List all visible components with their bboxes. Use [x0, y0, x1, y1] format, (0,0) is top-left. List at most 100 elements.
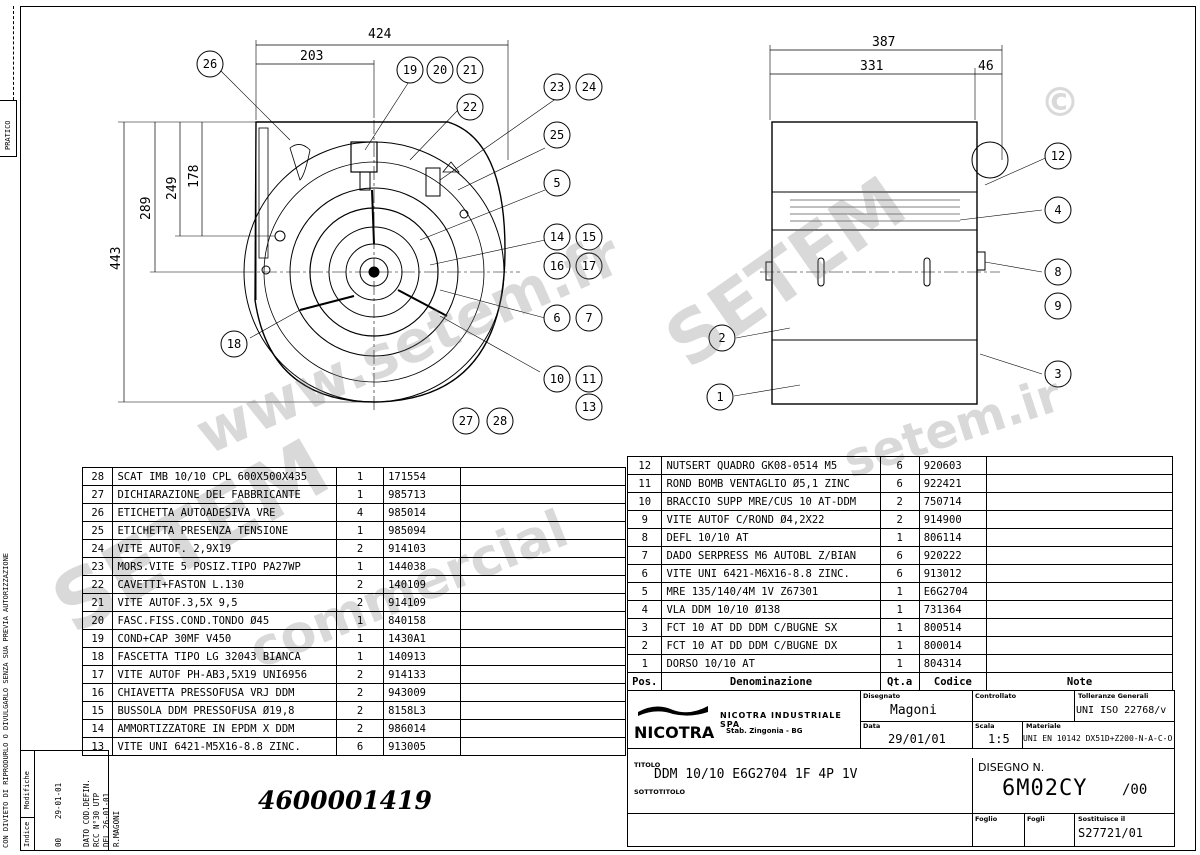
bom-cell-qty: 1 [335, 647, 385, 666]
titolo-label: TITOLO [634, 761, 661, 769]
bom-cell-den: ETICHETTA PRESENZA TENSIONE [112, 521, 337, 540]
bom-cell-qty: 1 [335, 467, 385, 486]
bom-header-code: Codice [918, 672, 988, 691]
bom-cell-code: 914109 [383, 593, 462, 612]
dim-front-half: 203 [300, 49, 323, 64]
bom-cell-code: 140109 [383, 575, 462, 594]
revision: /00 [1122, 782, 1148, 798]
bom-cell-den: ETICHETTA AUTOADESIVA VRE [112, 503, 337, 522]
balloon-label: 20 [433, 63, 447, 77]
dim-front-h3: 178 [187, 165, 202, 188]
bom-cell-note [460, 557, 626, 576]
bom-cell-qty: 2 [879, 492, 920, 511]
bom-cell-pos: 10 [626, 492, 663, 511]
sostituisce-value: S27721/01 [1078, 826, 1144, 840]
bom-cell-qty: 6 [879, 546, 920, 565]
balloon-label: 16 [550, 259, 564, 273]
bom-cell-den: VITE AUTOF.3,5X 9,5 [112, 593, 337, 612]
balloon-circle [543, 304, 571, 332]
bom-cell-pos: 16 [81, 683, 114, 702]
bom-cell-code: 144038 [383, 557, 462, 576]
bom-cell-den: DORSO 10/10 AT [661, 654, 881, 673]
bom-cell-code: 171554 [383, 467, 462, 486]
bom-cell-note [460, 647, 626, 666]
bom-cell-note [460, 665, 626, 684]
bom-cell-qty: 2 [335, 701, 385, 720]
dim-front-width: 424 [368, 27, 392, 42]
balloon-label: 25 [550, 128, 564, 142]
balloon-label: 27 [459, 414, 473, 428]
balloon-circle [575, 223, 603, 251]
fogli-label: Fogli [1027, 815, 1045, 823]
bom-cell-pos: 26 [81, 503, 114, 522]
bom-cell-qty: 1 [335, 521, 385, 540]
bom-cell-pos: 28 [81, 467, 114, 486]
balloon-label: 3 [1054, 367, 1061, 381]
bom-cell-note [460, 521, 626, 540]
bom-cell-qty: 2 [879, 510, 920, 529]
balloon-label: 9 [1054, 299, 1061, 313]
bom-cell-pos: 8 [626, 528, 663, 547]
bom-cell-note [460, 737, 626, 756]
bom-cell-qty: 1 [879, 582, 920, 601]
bom-cell-code: 986014 [383, 719, 462, 738]
balloon-circle [426, 56, 454, 84]
bom-cell-qty: 2 [335, 575, 385, 594]
balloon-label: 13 [582, 400, 596, 414]
bom-header-den: Denominazione [661, 672, 881, 691]
bom-cell-note [986, 510, 1173, 529]
balloon-label: 10 [550, 372, 564, 386]
bom-cell-pos: 2 [626, 636, 663, 655]
balloon-circle [1044, 196, 1072, 224]
revision-date: 29-01-01 [54, 782, 63, 819]
bom-cell-code: 914103 [383, 539, 462, 558]
balloon-circle [575, 304, 603, 332]
bom-cell-code: 8158L3 [383, 701, 462, 720]
bom-cell-pos: 15 [81, 701, 114, 720]
bom-cell-qty: 6 [879, 564, 920, 583]
bom-cell-den: CHIAVETTA PRESSOFUSA VRJ DDM [112, 683, 337, 702]
balloon-circle [543, 121, 571, 149]
housing-outline [254, 121, 506, 403]
bom-cell-den: BRACCIO SUPP MRE/CUS 10 AT-DDM [661, 492, 881, 511]
company-address: Stab. Zingonia - BG [726, 727, 803, 735]
balloon-circle [543, 73, 571, 101]
balloon-label: 22 [463, 100, 477, 114]
scala-label: Scala [975, 722, 995, 730]
bom-cell-den: BUSSOLA DDM PRESSOFUSA Ø19,8 [112, 701, 337, 720]
bom-cell-qty: 1 [879, 654, 920, 673]
nicotra-logo [638, 701, 708, 716]
bom-cell-note [986, 618, 1173, 637]
bom-cell-den: NUTSERT QUADRO GK08-0514 M5 [661, 456, 881, 475]
balloon-label: 4 [1054, 203, 1061, 217]
bom-cell-pos: 18 [81, 647, 114, 666]
bom-cell-code: 914133 [383, 665, 462, 684]
bom-cell-note [986, 564, 1173, 583]
balloon-label: 15 [582, 230, 596, 244]
balloon-label: 2 [718, 331, 725, 345]
bom-cell-qty: 1 [879, 600, 920, 619]
bom-cell-pos: 13 [81, 737, 114, 756]
materiale-label: Materiale [1026, 722, 1061, 730]
bom-cell-code: 913012 [918, 564, 988, 583]
bom-cell-code: 800514 [918, 618, 988, 637]
bom-cell-note [460, 575, 626, 594]
balloon-label: 6 [553, 311, 560, 325]
